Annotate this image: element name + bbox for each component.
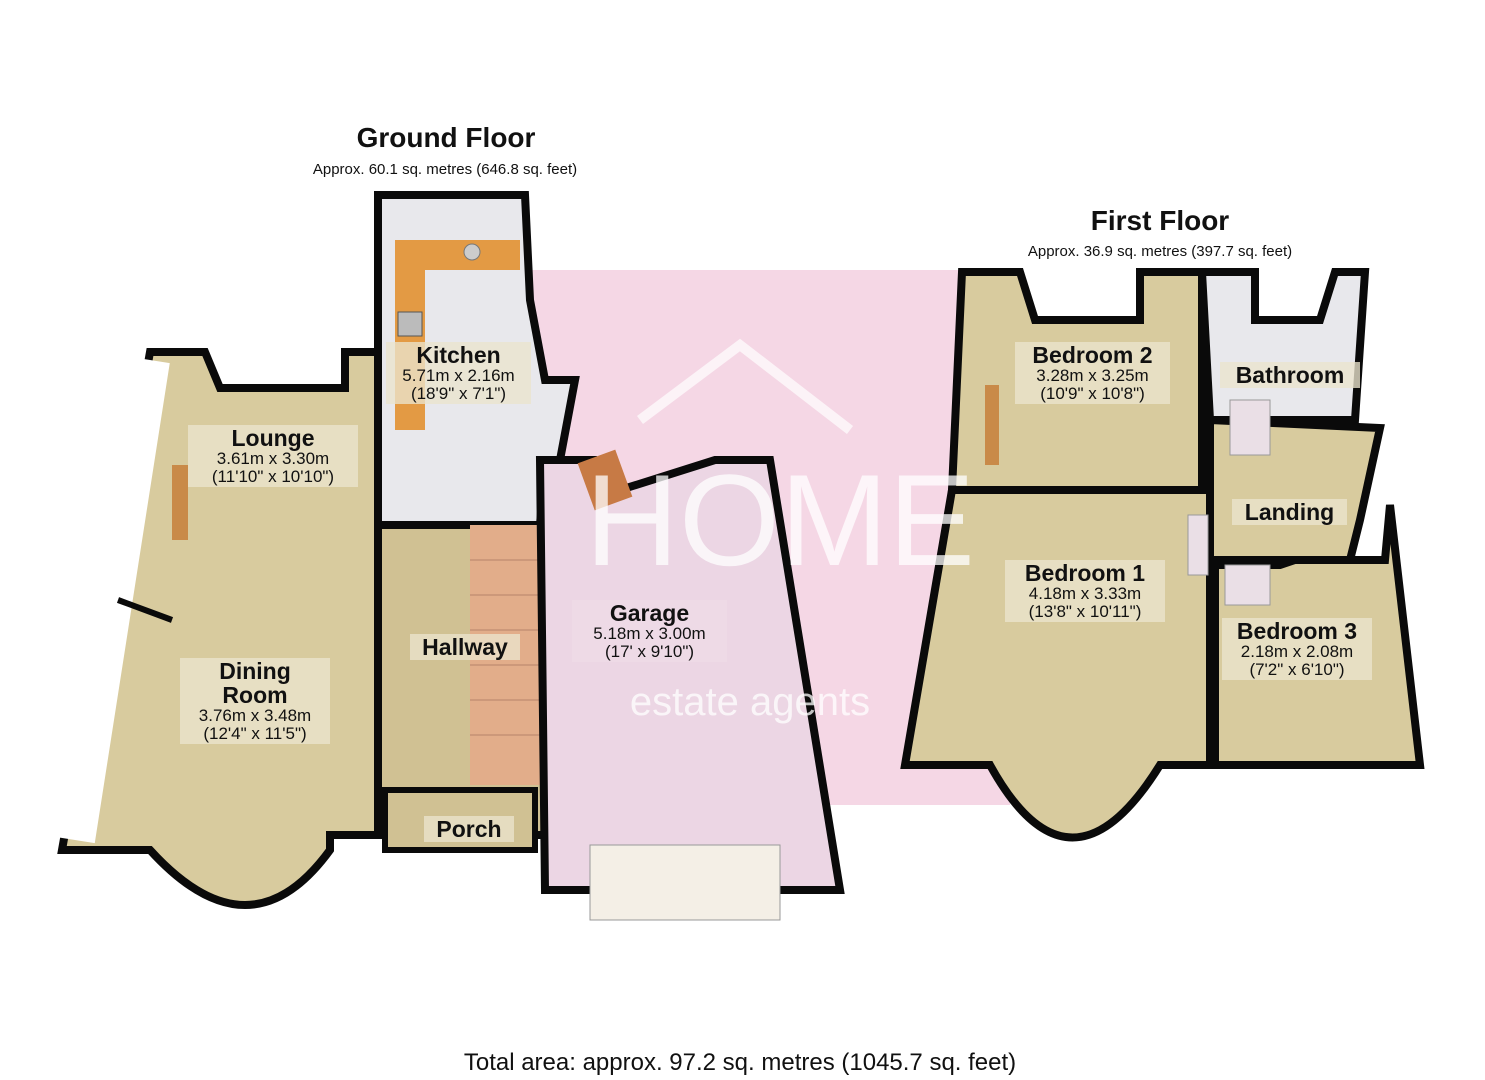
bedroom-3-door[interactable] [1224,564,1271,606]
bedroom-1-door[interactable] [1187,514,1209,576]
room-label-bathroom: Bathroom [1220,362,1360,389]
garage-door[interactable] [589,844,781,921]
lounge-fireplace [172,465,188,540]
room-label-hallway: Hallway [410,634,520,661]
bedroom-2-wardrobe [985,385,999,465]
watermark-brand: HOME [585,447,975,593]
garage-side-door[interactable] [577,449,633,511]
room-label-landing: Landing [1232,499,1347,526]
watermark-roof-icon [637,338,854,434]
ground-floor-title: Ground Floor [356,122,536,153]
room-label-porch: Porch [424,816,514,843]
hob-icon [397,311,423,337]
first-floor-title: First Floor [1090,205,1230,236]
bathroom-area [1197,268,1370,424]
watermark-tagline: estate agents [629,680,871,724]
sink-icon [463,243,481,261]
bathroom-door[interactable] [1229,399,1271,456]
total-area: Total area: approx. 97.2 sq. metres (104… [463,1049,1017,1076]
lounge-side-wall [55,356,170,844]
ground-floor-plan [55,191,845,921]
first-floor-area: Approx. 36.9 sq. metres (397.7 sq. feet) [1027,243,1293,260]
dining-divider-wall [116,597,174,623]
ground-floor-area: Approx. 60.1 sq. metres (646.8 sq. feet) [312,161,578,178]
